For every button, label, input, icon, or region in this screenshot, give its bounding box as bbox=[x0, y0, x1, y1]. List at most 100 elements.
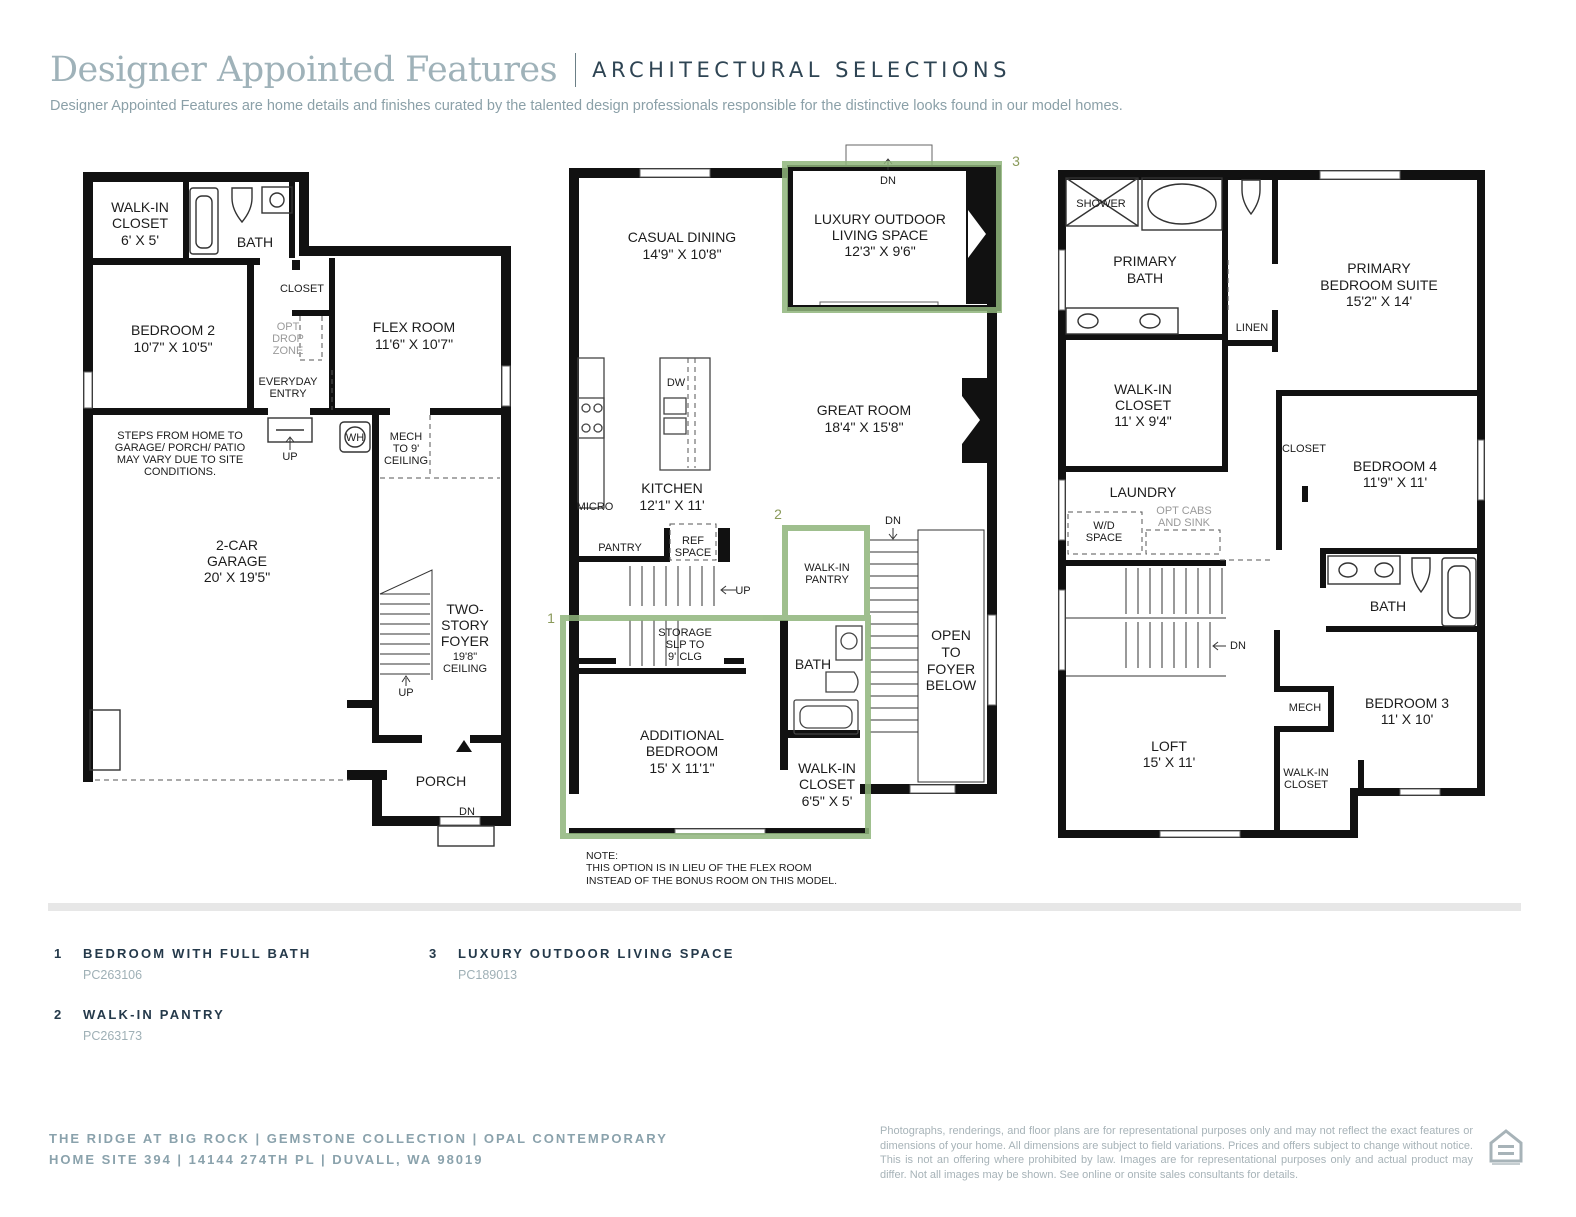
label-suite-2: BEDROOM SUITE bbox=[1320, 277, 1437, 293]
note-3: INSTEAD OF THE BONUS ROOM ON THIS MODEL. bbox=[586, 875, 837, 887]
label-bath: BATH bbox=[237, 234, 273, 250]
label-suite-dim: 15'2" X 14' bbox=[1346, 293, 1412, 309]
label-kitchen: KITCHEN bbox=[641, 480, 702, 496]
label-walkin-closet: WALK-IN bbox=[111, 199, 169, 215]
option-number: 2 bbox=[54, 1007, 62, 1022]
label-optcabs-1: OPT CABS bbox=[1156, 505, 1211, 517]
highlight-option-2 bbox=[782, 525, 870, 621]
label-mech-1: MECH bbox=[390, 431, 422, 443]
label-bath: BATH bbox=[1370, 598, 1406, 614]
label-garage-2: GARAGE bbox=[207, 553, 267, 569]
floor-plan-first-floor: WALK-IN CLOSET 6' X 5' BATH CLOSET BEDRO… bbox=[83, 172, 511, 847]
label-steps-1: STEPS FROM HOME TO bbox=[117, 430, 243, 442]
label-wic-dim: 11' X 9'4" bbox=[1114, 413, 1172, 429]
label-walkin-closet-dim: 6' X 5' bbox=[121, 232, 159, 248]
option-code: PC263173 bbox=[83, 1029, 143, 1043]
label-dn-stair: DN bbox=[885, 515, 901, 527]
label-foyer-3: FOYER bbox=[441, 633, 489, 649]
footer-community-line: THE RIDGE AT BIG ROCK | GEMSTONE COLLECT… bbox=[49, 1131, 668, 1146]
label-foyer-2: STORY bbox=[441, 617, 489, 633]
label-bed4: BEDROOM 4 bbox=[1353, 458, 1437, 474]
label-open-4: BELOW bbox=[926, 677, 977, 693]
label-flex-room-dim: 11'6" X 10'7" bbox=[375, 336, 453, 352]
title-separator bbox=[575, 53, 577, 87]
label-storage-3: 9' CLG bbox=[668, 651, 702, 663]
label-bedroom2: BEDROOM 2 bbox=[131, 322, 215, 338]
label-opt-drop-3: ZONE bbox=[273, 345, 304, 357]
label-wic-2: CLOSET bbox=[799, 776, 855, 792]
label-bath: BATH bbox=[795, 656, 831, 672]
label-add-bed-1: ADDITIONAL bbox=[640, 727, 724, 743]
label-primary-bath-1: PRIMARY bbox=[1113, 253, 1177, 269]
label-up-2: UP bbox=[398, 687, 413, 699]
marker-1: 1 bbox=[547, 610, 555, 626]
label-walkin-closet-2: CLOSET bbox=[112, 215, 168, 231]
label-closet: CLOSET bbox=[1282, 443, 1326, 455]
section-divider bbox=[48, 903, 1521, 911]
label-open-1: OPEN bbox=[931, 627, 971, 643]
label-porch: PORCH bbox=[416, 773, 467, 789]
label-open-3: FOYER bbox=[927, 661, 975, 677]
label-steps-2: GARAGE/ PORCH/ PATIO bbox=[115, 442, 246, 454]
label-outdoor-2: LIVING SPACE bbox=[832, 227, 928, 243]
label-primary-bath-2: BATH bbox=[1127, 270, 1163, 286]
label-wd-1: W/D bbox=[1093, 520, 1114, 532]
label-loft: LOFT bbox=[1151, 738, 1187, 754]
label-steps-3: MAY VARY DUE TO SITE bbox=[117, 454, 243, 466]
label-garage-dim: 20' X 19'5" bbox=[204, 569, 270, 585]
label-add-bed-dim: 15' X 11'1" bbox=[649, 760, 714, 776]
label-suite-1: PRIMARY bbox=[1347, 260, 1411, 276]
label-foyer-4: 19'8" bbox=[453, 651, 477, 663]
label-ref-2: SPACE bbox=[675, 547, 711, 559]
label-foyer-1: TWO- bbox=[446, 601, 484, 617]
label-bed3: BEDROOM 3 bbox=[1365, 695, 1449, 711]
label-storage-2: SLP TO bbox=[666, 639, 705, 651]
label-outdoor-dim: 12'3" X 9'6" bbox=[844, 243, 915, 259]
option-code: PC263106 bbox=[83, 968, 143, 982]
label-optcabs-2: AND SINK bbox=[1158, 517, 1211, 529]
label-pantry: PANTRY bbox=[598, 542, 642, 554]
label-shower: SHOWER bbox=[1076, 198, 1126, 210]
page-description: Designer Appointed Features are home det… bbox=[50, 98, 1123, 114]
label-wic2-1: WALK-IN bbox=[1283, 767, 1328, 779]
option-number: 1 bbox=[54, 946, 62, 961]
label-walkin-pantry-1: WALK-IN bbox=[804, 562, 849, 574]
label-everyday-2: ENTRY bbox=[269, 388, 307, 400]
equal-housing-icon bbox=[1489, 1129, 1523, 1165]
label-laundry: LAUNDRY bbox=[1110, 484, 1177, 500]
note-1: NOTE: bbox=[586, 850, 618, 862]
footer-disclaimer: Photographs, renderings, and floor plans… bbox=[880, 1125, 1473, 1181]
label-micro: MICRO bbox=[577, 501, 614, 513]
marker-3: 3 bbox=[1012, 153, 1020, 169]
label-bed4-dim: 11'9" X 11' bbox=[1363, 474, 1427, 490]
option-code: PC189013 bbox=[458, 968, 518, 982]
label-opt-drop-2: DROP bbox=[272, 333, 304, 345]
label-flex-room: FLEX ROOM bbox=[373, 319, 455, 335]
marker-2: 2 bbox=[774, 506, 782, 522]
label-mech: MECH bbox=[1289, 702, 1321, 714]
label-bedroom2-dim: 10'7" X 10'5" bbox=[133, 339, 212, 355]
label-casual-dining: CASUAL DINING bbox=[628, 229, 736, 245]
label-steps-4: CONDITIONS. bbox=[144, 466, 216, 478]
note-2: THIS OPTION IS IN LIEU OF THE FLEX ROOM bbox=[586, 862, 812, 874]
label-linen: LINEN bbox=[1236, 322, 1268, 334]
highlight-option-1 bbox=[560, 615, 871, 839]
label-ref-1: REF bbox=[682, 535, 704, 547]
label-casual-dining-dim: 14'9" X 10'8" bbox=[642, 246, 721, 262]
label-great-room: GREAT ROOM bbox=[817, 402, 911, 418]
option-name: WALK-IN PANTRY bbox=[83, 1007, 226, 1022]
label-great-room-dim: 18'4" X 15'8" bbox=[824, 419, 903, 435]
floor-plan-second-floor-option: DN 3 LUXURY OUTDOOR LIVING SPACE 12'3" X… bbox=[547, 144, 1020, 887]
label-kitchen-dim: 12'1" X 11' bbox=[639, 497, 704, 513]
highlight-option-3 bbox=[782, 161, 1002, 313]
page-subtitle: ARCHITECTURAL SELECTIONS bbox=[592, 58, 1011, 82]
label-outdoor-1: LUXURY OUTDOOR bbox=[814, 211, 946, 227]
label-wd-2: SPACE bbox=[1086, 532, 1122, 544]
label-opt-drop-1: OPT bbox=[277, 321, 300, 333]
label-up: UP bbox=[735, 585, 750, 597]
option-name: LUXURY OUTDOOR LIVING SPACE bbox=[458, 946, 735, 961]
label-storage-1: STORAGE bbox=[658, 627, 712, 639]
label-add-bed-2: BEDROOM bbox=[646, 743, 718, 759]
option-name: BEDROOM WITH FULL BATH bbox=[83, 946, 312, 961]
floor-plans: WALK-IN CLOSET 6' X 5' BATH CLOSET BEDRO… bbox=[83, 144, 1485, 887]
